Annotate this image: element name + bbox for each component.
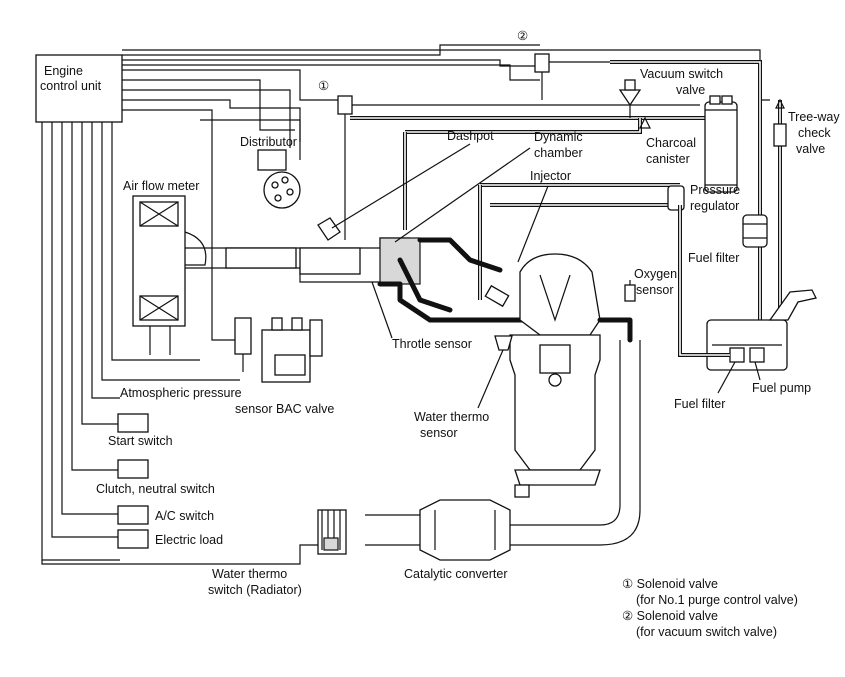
injector-label: Injector	[530, 169, 571, 183]
charcoal-canister-label-2: canister	[646, 152, 690, 166]
charcoal-canister: Charcoal canister	[646, 95, 738, 193]
oxygen-sensor-label-2: sensor	[636, 283, 674, 297]
water-thermo-switch: Water thermo switch (Radiator)	[208, 509, 347, 597]
ac-switch-label: A/C switch	[155, 509, 214, 523]
legend-item1-note: (for No.1 purge control valve)	[636, 593, 798, 607]
legend: ① Solenoid valve (for No.1 purge control…	[622, 577, 798, 639]
dynamic-chamber: Dynamic chamber	[394, 130, 583, 243]
callout-1: ①	[318, 79, 329, 93]
check-valve-label-2: check	[798, 126, 831, 140]
solenoid-valve-1: ①	[318, 79, 700, 240]
start-switch-label: Start switch	[108, 434, 173, 448]
injector: Injector	[484, 169, 571, 308]
electric-load-label: Electric load	[155, 533, 223, 547]
tree-way-check-valve: Tree-way check valve	[773, 98, 840, 156]
dynamic-chamber-label-1: Dynamic	[534, 130, 583, 144]
fuel-tank: Fuel filter Fuel pump	[674, 205, 817, 411]
vacuum-switch-valve-label-1: Vacuum switch	[640, 67, 723, 81]
exhaust-system: Catalytic converter	[365, 317, 641, 581]
throttle-sensor-label: Throtle sensor	[392, 337, 472, 351]
charcoal-canister-label-1: Charcoal	[646, 136, 696, 150]
water-thermo-switch-label-1: Water thermo	[212, 567, 287, 581]
throttle-sensor: Throtle sensor	[371, 281, 472, 351]
dashpot: Dashpot	[317, 129, 494, 241]
oxygen-sensor-label-1: Oxygen	[634, 267, 677, 281]
check-valve-label-3: valve	[796, 142, 825, 156]
dynamic-chamber-label-2: chamber	[534, 146, 583, 160]
engine	[509, 253, 601, 498]
ac-switch: A/C switch	[117, 505, 214, 525]
ecu-label-line2: control unit	[40, 79, 102, 93]
fuel-filter-lower-label: Fuel filter	[674, 397, 725, 411]
fuel-filter-upper: Fuel filter	[688, 214, 768, 265]
start-switch: Start switch	[108, 413, 173, 448]
legend-item2-title: ② Solenoid valve	[622, 609, 718, 623]
atmospheric-pressure-label-2: sensor	[235, 402, 273, 416]
bac-valve: BAC valve	[261, 317, 334, 416]
intake-manifold	[377, 237, 543, 323]
water-thermo-switch-label-2: switch (Radiator)	[208, 583, 302, 597]
engine-control-unit: Engine control unit	[35, 54, 123, 123]
oxygen-sensor: Oxygen sensor	[624, 267, 677, 302]
check-valve-label-1: Tree-way	[788, 110, 840, 124]
clutch-neutral-switch: Clutch, neutral switch	[96, 459, 215, 496]
legend-item1-title: ① Solenoid valve	[622, 577, 718, 591]
water-thermo-sensor-label-2: sensor	[420, 426, 458, 440]
ecu-label-line1: Engine	[44, 64, 83, 78]
distributor-label: Distributor	[240, 135, 297, 149]
air-flow-meter-label: Air flow meter	[123, 179, 199, 193]
pressure-regulator-label-2: regulator	[690, 199, 739, 213]
callout-2: ②	[517, 29, 528, 43]
dashpot-label: Dashpot	[447, 129, 494, 143]
vacuum-switch-valve-label-2: valve	[676, 83, 705, 97]
ecu-wiring	[41, 44, 770, 565]
clutch-neutral-switch-label: Clutch, neutral switch	[96, 482, 215, 496]
bac-valve-label: BAC valve	[276, 402, 334, 416]
vacuum-switch-valve: Vacuum switch valve	[618, 67, 723, 129]
atmospheric-pressure-label-1: Atmospheric pressure	[120, 386, 242, 400]
distributor: Distributor	[240, 135, 301, 209]
legend-item2-note: (for vacuum switch valve)	[636, 625, 777, 639]
fuel-filter-upper-label: Fuel filter	[688, 251, 739, 265]
electric-load: Electric load	[117, 529, 223, 549]
air-flow-meter: Air flow meter	[123, 179, 207, 355]
pressure-regulator: Pressure regulator	[667, 183, 740, 213]
catalytic-converter-label: Catalytic converter	[404, 567, 508, 581]
water-thermo-sensor: Water thermo sensor	[414, 335, 513, 440]
intake-duct	[185, 237, 421, 285]
atmospheric-pressure-sensor: Atmospheric pressure sensor	[120, 317, 273, 416]
water-thermo-sensor-label-1: Water thermo	[414, 410, 489, 424]
solenoid-valve-2: ②	[517, 29, 620, 100]
fuel-pump-label: Fuel pump	[752, 381, 811, 395]
pressure-regulator-label-1: Pressure	[690, 183, 740, 197]
